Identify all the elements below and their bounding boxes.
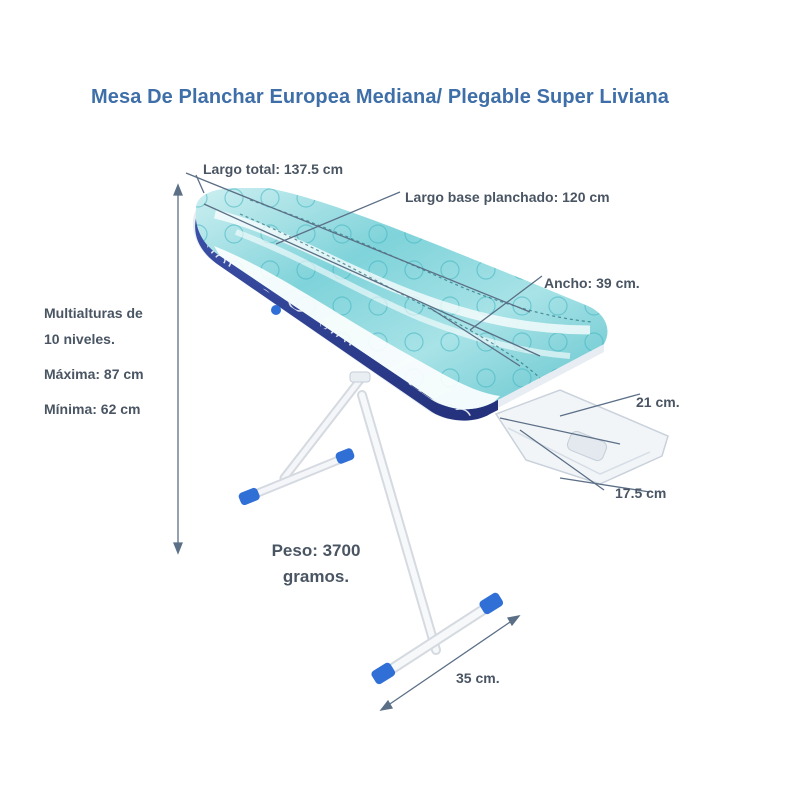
dimension-lines xyxy=(173,172,651,711)
board-legs xyxy=(238,375,504,685)
label-multialturas-line2: 10 niveles. xyxy=(44,331,115,347)
label-peso-line1: Peso: 3700 xyxy=(271,541,361,560)
label-minima: Mínima: 62 cm xyxy=(44,401,141,417)
label-largo-total: Largo total: 137.5 cm xyxy=(203,161,344,177)
label-base-width: 35 cm. xyxy=(456,670,500,686)
weight-info: Peso: 3700 gramos. xyxy=(256,538,376,590)
label-rest-length: 17.5 cm xyxy=(615,485,667,501)
label-maxima: Máxima: 87 cm xyxy=(44,366,144,382)
label-largo-base: Largo base planchado: 120 cm xyxy=(405,189,610,205)
label-rest-width: 21 cm. xyxy=(636,394,680,410)
product-title: Mesa De Planchar Europea Mediana/ Plegab… xyxy=(91,86,670,108)
label-peso-line2: gramos. xyxy=(282,567,350,586)
label-ancho: Ancho: 39 cm. xyxy=(544,275,640,291)
label-multialturas-line1: Multialturas de xyxy=(44,305,143,321)
ironing-board xyxy=(192,188,608,421)
foot-caps xyxy=(238,448,504,685)
